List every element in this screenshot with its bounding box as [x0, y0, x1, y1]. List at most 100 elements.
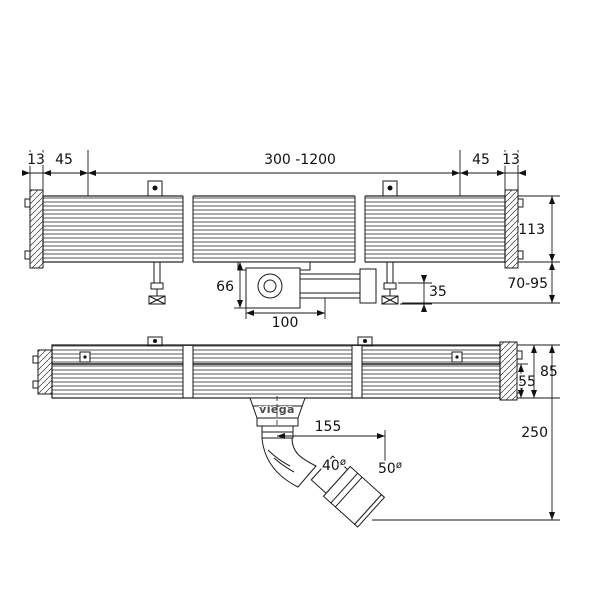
dim-label-body-height: 85: [540, 364, 558, 380]
clip-pin: [153, 339, 157, 343]
profile-break-right: [354, 195, 366, 263]
break-gap: [183, 346, 193, 397]
end-cap-left: [32, 349, 53, 395]
cap-tab: [32, 355, 39, 364]
arrowhead: [246, 310, 254, 316]
drain-funnel: viega: [249, 397, 306, 427]
mounting-clip-right: [382, 180, 398, 197]
clip-pin: [152, 185, 158, 191]
front-view: viega 55: [32, 336, 560, 528]
cap-tab: [24, 250, 31, 260]
dim-body-height: 85: [517, 344, 560, 399]
foot-nut: [150, 282, 164, 290]
dim-outlet-drop: 250: [372, 345, 560, 521]
clip-pin: [387, 185, 393, 191]
dim-label-length-range: 300 -1200: [264, 152, 336, 168]
arrowhead: [549, 295, 555, 303]
end-cap-right: [504, 189, 524, 269]
screw-head: [455, 355, 459, 359]
foot-nut: [383, 282, 397, 290]
arrowhead: [377, 433, 385, 439]
cap-tab: [516, 350, 523, 360]
arrowhead: [549, 262, 555, 270]
dim-foot-adjust: 35: [398, 275, 449, 312]
cap-tab: [32, 380, 39, 389]
outlet-socket: [310, 455, 386, 528]
arrowhead: [22, 170, 30, 176]
dim-label-outlet-offset: 155: [315, 419, 342, 435]
end-cap-right: [499, 341, 523, 401]
break-gap: [183, 195, 193, 263]
cap-tab: [517, 198, 524, 208]
diameter-symbol: ø: [396, 460, 402, 471]
arrowhead: [549, 196, 555, 204]
dim-chain-length: 13 45 300 -1200 45 13: [22, 150, 526, 196]
break-gap: [355, 195, 365, 263]
cap-tab: [517, 250, 524, 260]
profile-break-right: [351, 345, 363, 398]
arrowhead: [549, 345, 555, 353]
elbow-rib: [267, 449, 291, 467]
funnel-collar: [256, 417, 299, 427]
break-gap: [352, 346, 362, 397]
dim-label-inset-left: 45: [55, 152, 73, 168]
cap-plate: [504, 189, 519, 269]
support-foot-left: [148, 262, 166, 305]
dim-label-elbow-diameter: 40ø: [322, 457, 346, 474]
socket-rib: [334, 476, 363, 508]
siphon-coil: [257, 273, 283, 299]
arrowhead: [549, 254, 555, 262]
socket-end: [353, 493, 386, 528]
fixing-screw-right: [451, 351, 463, 363]
pipe-body: [299, 273, 361, 299]
dim-label-grate-height: 55: [518, 374, 536, 390]
dim-label-foot-adjust: 35: [429, 284, 447, 300]
end-cap-left: [24, 189, 44, 269]
mounting-clip-left: [147, 180, 163, 197]
dim-grate-height: 55: [516, 363, 538, 398]
dim-label-trap-depth: 66: [216, 279, 234, 295]
channel-profile: [51, 344, 501, 399]
clip-pin: [363, 339, 367, 343]
dim-foot-range: 70-95: [402, 262, 560, 304]
cap-tab: [24, 198, 31, 208]
dim-label-cap-right: 13: [502, 152, 520, 168]
arrowhead: [497, 170, 505, 176]
dim-label-inset-right: 45: [472, 152, 490, 168]
arrowhead: [549, 512, 555, 520]
arrowhead: [531, 345, 537, 353]
dim-channel-height: 113: [517, 195, 560, 263]
dim-trap-length: 100: [245, 298, 326, 333]
brand-label: viega: [259, 403, 295, 416]
dim-label-socket-diameter: 50ø: [378, 460, 402, 477]
support-foot-right: [381, 262, 399, 305]
arrowhead: [317, 310, 325, 316]
arrowhead: [460, 170, 468, 176]
fixing-screw-left: [79, 351, 91, 363]
profile-break-left: [182, 195, 194, 263]
socket-rib: [330, 472, 359, 504]
dim-trap-depth: 66: [214, 262, 248, 309]
pipe-coupling: [359, 268, 377, 304]
arrowhead: [237, 300, 243, 308]
arrowhead: [421, 275, 427, 283]
arrowhead: [88, 170, 96, 176]
cap-plate: [37, 349, 53, 395]
arrowhead: [452, 170, 460, 176]
side-view: 13 45 300 -1200 45 13 113 70-95: [22, 150, 560, 333]
arrowhead: [518, 364, 524, 372]
arrowhead: [531, 390, 537, 398]
dim-label-channel-height: 113: [518, 222, 545, 238]
foot-base-detail: [381, 295, 399, 305]
dim-label-cap-left: 13: [27, 152, 45, 168]
arrowhead: [80, 170, 88, 176]
arrowhead: [43, 170, 51, 176]
arrowhead: [518, 390, 524, 398]
dim-outlet-offset: 155: [277, 417, 386, 466]
profile-break-left: [182, 345, 194, 398]
drain-elbow: [261, 425, 317, 488]
cap-plate: [29, 189, 44, 269]
elbow-rib: [273, 457, 295, 473]
